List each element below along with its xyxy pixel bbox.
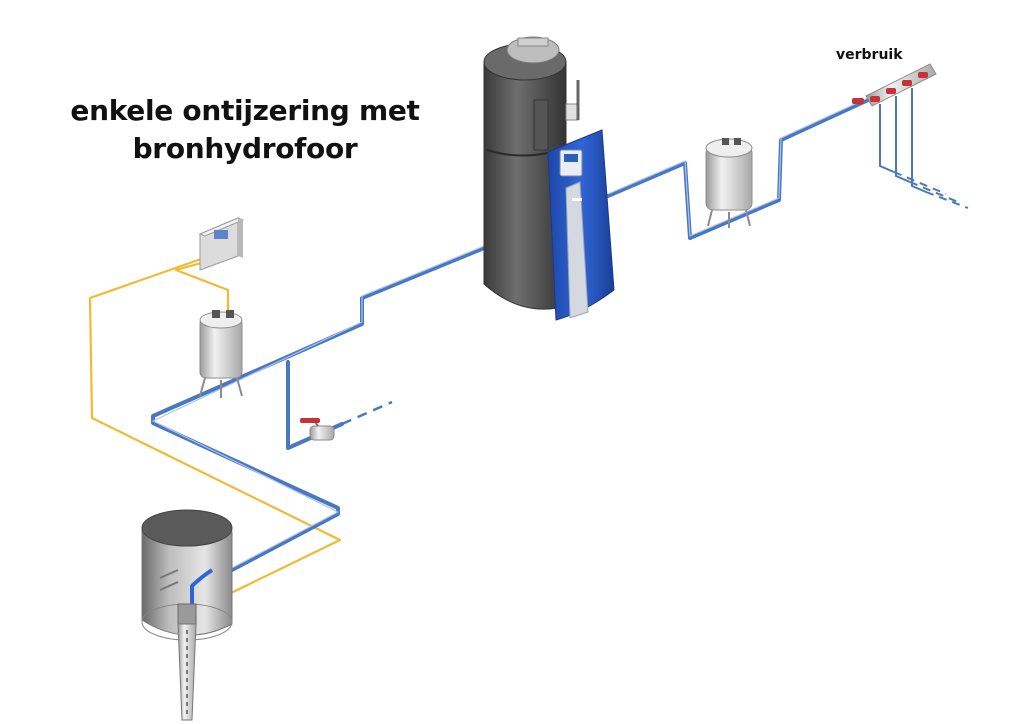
iron-removal-filter <box>483 36 615 321</box>
ball-valve-icon <box>300 418 320 423</box>
well-with-pump <box>141 509 233 721</box>
pipe-highlights <box>152 97 869 569</box>
borehole-pump-icon <box>177 603 197 721</box>
drain-valve <box>300 417 335 441</box>
control-box <box>198 217 245 271</box>
pressure-vessel-right <box>705 138 753 228</box>
pressure-vessel-left <box>199 310 243 398</box>
diagram-title: enkele ontijzering met bronhydrofoor <box>40 92 450 168</box>
pipe-filter-to-consumption <box>606 98 870 240</box>
cable-box-to-well <box>88 256 342 613</box>
drain-dashed-line <box>341 400 393 426</box>
title-line-1: enkele ontijzering met <box>70 94 420 127</box>
control-cables <box>88 256 342 613</box>
consumption-label: verbruik <box>836 47 903 63</box>
control-box-icon <box>214 230 228 239</box>
cable-box-to-vessel <box>174 258 230 318</box>
distribution-manifold <box>852 63 969 209</box>
title-line-2: bronhydrofoor <box>132 132 358 165</box>
